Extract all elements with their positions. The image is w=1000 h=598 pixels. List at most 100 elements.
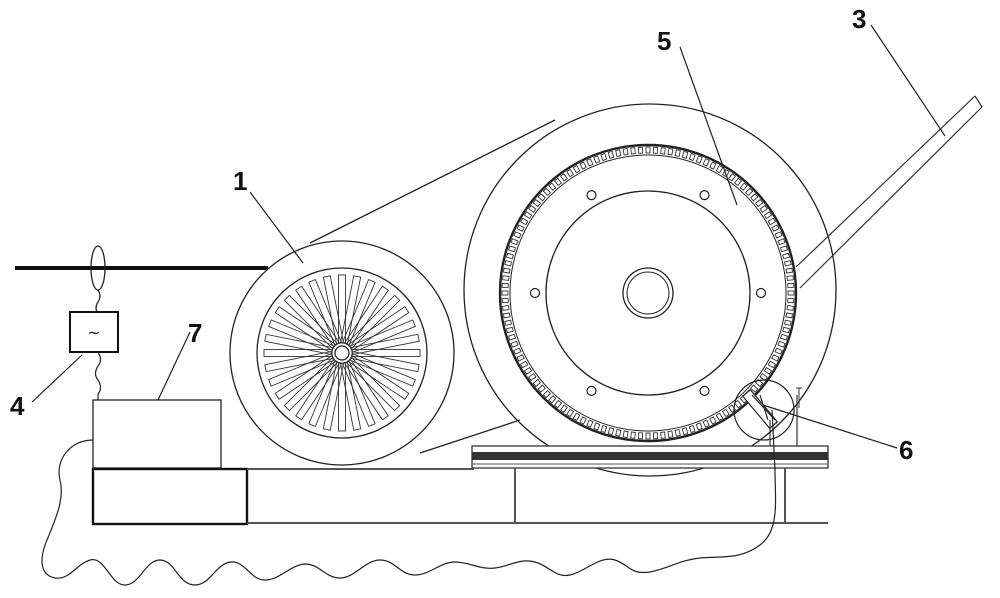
wheel-tooth [637, 432, 644, 440]
wheel-tooth [754, 198, 764, 208]
wheel-tooth [688, 152, 696, 162]
leader-4 [31, 354, 83, 403]
wheel-tooth [645, 432, 651, 440]
bolt-hole [699, 385, 710, 396]
wheel-tooth [502, 312, 511, 319]
wheel-tooth [622, 147, 629, 156]
wheel-tooth [660, 147, 666, 155]
wheel-tooth [510, 238, 519, 246]
label-4: 4 [10, 391, 25, 421]
wheel-tooth [728, 173, 737, 182]
wheel-tooth [637, 146, 644, 154]
wheel-tooth [572, 412, 581, 422]
pulley-spokes [263, 274, 421, 432]
wheel-inner-disc [545, 190, 751, 396]
leader-7 [157, 331, 191, 401]
control-box [92, 399, 222, 469]
wheel-tooth [579, 416, 587, 425]
wheel-tooth [786, 275, 794, 281]
wheel-tooth [681, 427, 689, 436]
wheel-tooth [702, 158, 710, 167]
wheel-tooth [579, 161, 587, 170]
wheel-tooth [750, 384, 759, 393]
wheel-tooth [771, 354, 780, 362]
wheel-tooth [702, 419, 710, 428]
label-3: 3 [852, 4, 867, 34]
wheel-tooth [501, 290, 509, 296]
wheel-tooth [763, 366, 773, 375]
wheel-tooth [667, 430, 674, 439]
wheel-tooth [510, 340, 519, 348]
wheel-tooth [715, 164, 724, 174]
wheel-bolt-holes [529, 190, 767, 396]
wheel-tooth [759, 204, 768, 213]
wheel-tooth [622, 430, 629, 439]
clamp-lead [95, 289, 101, 315]
wheel-tooth [721, 408, 730, 418]
wheel-tooth [777, 238, 786, 246]
ground-wire [41, 409, 777, 586]
wheel-tooth [537, 193, 546, 202]
wheel-tooth [501, 282, 509, 289]
label-5: 5 [657, 26, 672, 56]
wheel-tooth [513, 347, 522, 355]
wheel-hub-inner [626, 271, 670, 315]
platform [471, 445, 829, 523]
wheel-tooth [739, 182, 748, 191]
wheel-tooth [787, 290, 795, 296]
wheel-tooth [607, 427, 615, 436]
ac-to-control-lead [94, 351, 102, 400]
wheel-tooth [548, 182, 557, 191]
wheel-tooth [750, 193, 759, 202]
wheel-tooth [787, 282, 795, 289]
wheel-tooth [652, 146, 659, 154]
base-block [91, 467, 249, 526]
wheel-tooth [660, 431, 666, 439]
wheel-tooth [504, 319, 513, 326]
wheel-tooth [733, 399, 743, 409]
wheel-tooth [782, 252, 791, 260]
ac-symbol: ~ [87, 323, 100, 342]
wheel-tooth [572, 164, 581, 174]
wheel-tooth [593, 422, 601, 431]
leader-6 [762, 404, 898, 449]
wheel-tooth [681, 150, 689, 159]
spoke-slot [350, 333, 420, 356]
leader-1 [249, 191, 304, 264]
wheel-tooth [630, 147, 636, 155]
wheel-tooth [615, 149, 622, 158]
leader-3 [870, 24, 946, 137]
wheel-tooth [559, 404, 568, 413]
wheel-tooth [523, 366, 533, 375]
wheel-tooth [507, 333, 517, 341]
label-6: 6 [899, 435, 914, 465]
wheel-tooth [566, 408, 575, 418]
wheel-tooth [785, 312, 794, 319]
wheel-tooth [519, 217, 529, 226]
wheel-tooth [777, 340, 786, 348]
wheel-tooth [505, 326, 514, 334]
wheel-tooth [767, 360, 777, 369]
toothed-wheel [498, 143, 798, 443]
label-1: 1 [233, 166, 248, 196]
wheel-tooth [667, 147, 674, 156]
wheel-tooth [542, 389, 552, 399]
wheel-tooth [593, 155, 601, 164]
wheel-tooth [783, 319, 792, 326]
wheel-tooth [744, 187, 754, 197]
wheel-tooth [733, 177, 743, 187]
wheel-tooth [516, 224, 525, 232]
wheel-tooth [763, 211, 773, 220]
large-pulley-outer [463, 103, 837, 477]
wheel-tooth [771, 224, 780, 232]
wheel-tooth [607, 150, 615, 159]
wheel-tooth [715, 412, 724, 422]
wheel-tooth [774, 231, 783, 239]
wheel-tooth [695, 155, 703, 164]
wheel-tooth [502, 275, 510, 281]
wheel-tooth [542, 187, 552, 197]
wheel-tooth [786, 305, 794, 311]
wheel-tooth [774, 347, 783, 355]
